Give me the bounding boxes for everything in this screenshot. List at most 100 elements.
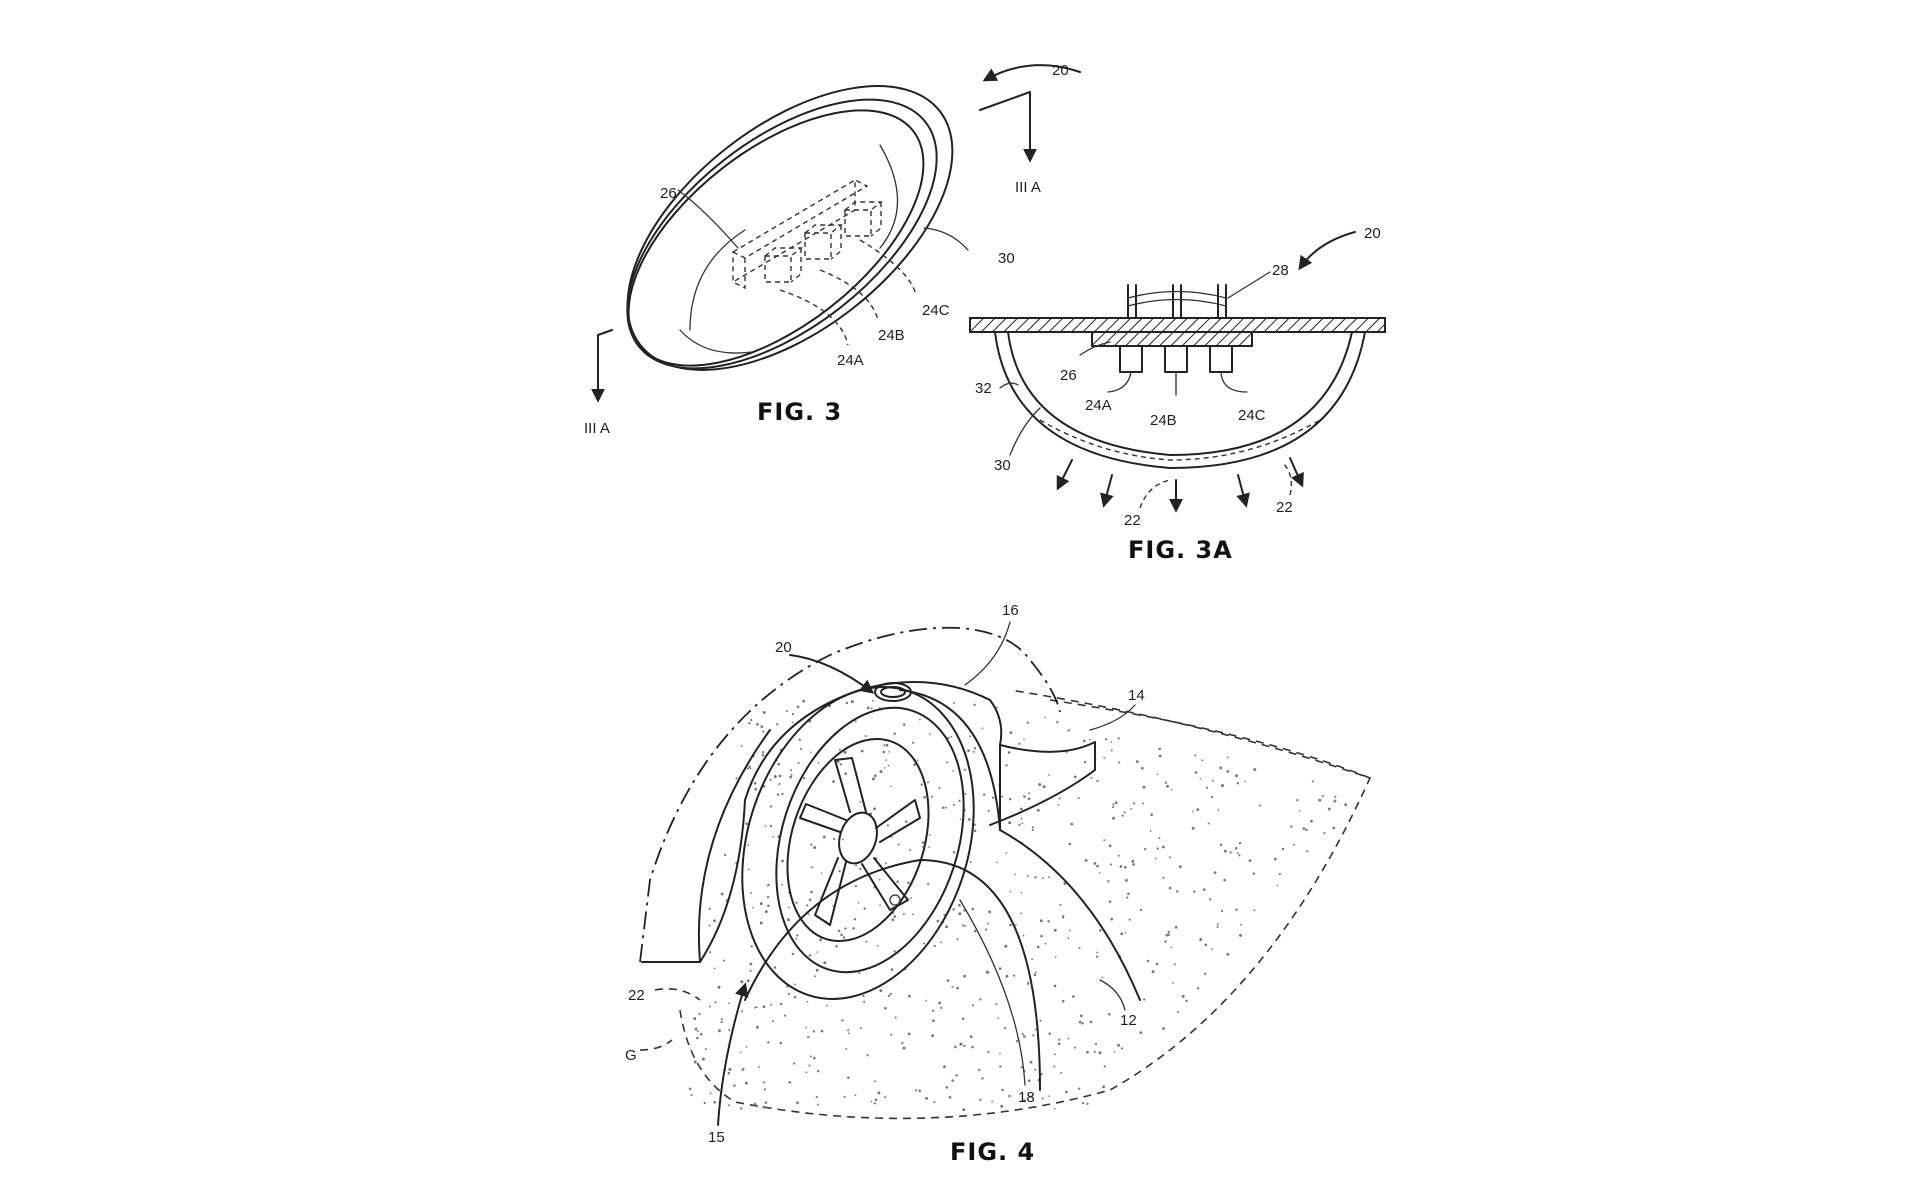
leader-g [639, 1039, 673, 1051]
stipple-dot [962, 1108, 966, 1112]
stipple-dot [1113, 1050, 1116, 1053]
stipple-dot [1167, 930, 1170, 934]
stipple-dot [847, 1076, 850, 1080]
stipple-dot [759, 902, 763, 906]
stipple-dot [1103, 839, 1106, 842]
stipple-dot [844, 772, 847, 775]
stipple-dot [698, 1012, 701, 1016]
stipple-dot [961, 924, 964, 926]
stipple-dot [1078, 1020, 1082, 1024]
stipple-dot [789, 1081, 792, 1084]
stipple-dot [873, 1102, 877, 1105]
stipple-dot [808, 898, 812, 902]
stipple-dot [1096, 951, 1099, 954]
stipple-dot [1142, 802, 1145, 805]
stipple-dot [1253, 768, 1257, 771]
stipple-dot [1110, 917, 1114, 921]
stipple-dot [1278, 872, 1281, 876]
stipple-dot [1234, 846, 1238, 850]
stipple-dot [1086, 1102, 1089, 1106]
stipple-dot [1298, 810, 1301, 812]
stipple-dot [837, 929, 841, 933]
stipple-dot [1020, 1066, 1023, 1069]
stipple-dot [1123, 865, 1127, 869]
stipple-dot [952, 851, 956, 854]
leader-28 [1227, 271, 1271, 299]
stipple-dot [1053, 1065, 1056, 1068]
stipple-dot [1057, 1042, 1061, 1046]
stipple-dot [922, 845, 924, 848]
stipple-dot [1005, 974, 1009, 978]
stipple-dot [1112, 816, 1115, 820]
stipple-dot [1216, 923, 1219, 926]
stipple-dot [753, 781, 757, 785]
stipple-dot [973, 703, 976, 707]
stipple-dot [693, 1060, 697, 1064]
stipple-dot [814, 975, 817, 978]
stipple-dot [1008, 821, 1012, 825]
stipple-dot [1223, 849, 1227, 853]
stipple-dot [866, 1054, 869, 1057]
label-26: 26 [660, 185, 677, 202]
label-22-fig4: 22 [628, 987, 645, 1004]
stipple-dot [1008, 1094, 1011, 1098]
stipple-dot [873, 807, 876, 811]
stipple-dot [749, 969, 752, 972]
stipple-dot [902, 913, 905, 916]
leader-22-right [1281, 461, 1293, 496]
stipple-dot [1162, 876, 1165, 879]
stipple-dot [996, 706, 998, 709]
stipple-dot [946, 761, 949, 764]
stipple-dot [954, 1045, 957, 1049]
stipple-dot [968, 818, 971, 821]
stipple-dot [952, 770, 954, 772]
stipple-dot [750, 718, 753, 722]
stipple-dot [1323, 832, 1326, 835]
stipple-dot [1144, 848, 1147, 851]
stipple-dot [728, 1029, 731, 1032]
stipple-dot [1034, 1028, 1037, 1031]
stipple-dot [884, 862, 887, 865]
stipple-dot [930, 795, 933, 798]
stipple-dot [1110, 740, 1113, 743]
stipple-dot [1240, 923, 1242, 926]
stipple-dot [822, 835, 826, 839]
stipple-dot [971, 1004, 974, 1007]
stipple-dot [838, 748, 841, 751]
stipple-dot [1072, 995, 1075, 998]
stipple-dot [956, 986, 959, 990]
stipple-dot [790, 769, 792, 772]
stipple-dot [1038, 783, 1042, 786]
stipple-dot [885, 743, 889, 747]
stipple-dot [1132, 863, 1135, 866]
stipple-dot [708, 951, 712, 954]
stipple-dot [956, 938, 959, 941]
stipple-dot [1053, 1107, 1056, 1110]
stipple-dot [879, 989, 883, 993]
stipple-dot [1093, 1050, 1096, 1053]
stipple-dot [713, 919, 716, 923]
stipple-dot [1083, 761, 1087, 764]
stipple-dot [1082, 739, 1086, 743]
stipple-dot [708, 924, 711, 927]
light-rays [1056, 457, 1304, 513]
stipple-dot [838, 870, 841, 873]
stipple-dot [1108, 844, 1112, 848]
stipple-dot [832, 780, 835, 783]
stipple-dot [1088, 738, 1091, 741]
stipple-dot [955, 1074, 958, 1077]
stipple-dot [779, 1002, 783, 1006]
stipple-dot [713, 1100, 716, 1104]
stipple-dot [755, 1025, 759, 1029]
stipple-dot [1302, 827, 1306, 830]
stipple-dot [746, 767, 749, 770]
stipple-dot [1044, 716, 1046, 719]
label-14: 14 [1128, 687, 1145, 704]
stipple-dot [953, 702, 955, 704]
stipple-dot [871, 777, 875, 781]
stipple-dot [1068, 929, 1071, 932]
stipple-dot [791, 952, 795, 956]
stipple-dot [746, 979, 750, 983]
stipple-dot [1202, 888, 1206, 891]
stipple-dot [1020, 912, 1022, 915]
